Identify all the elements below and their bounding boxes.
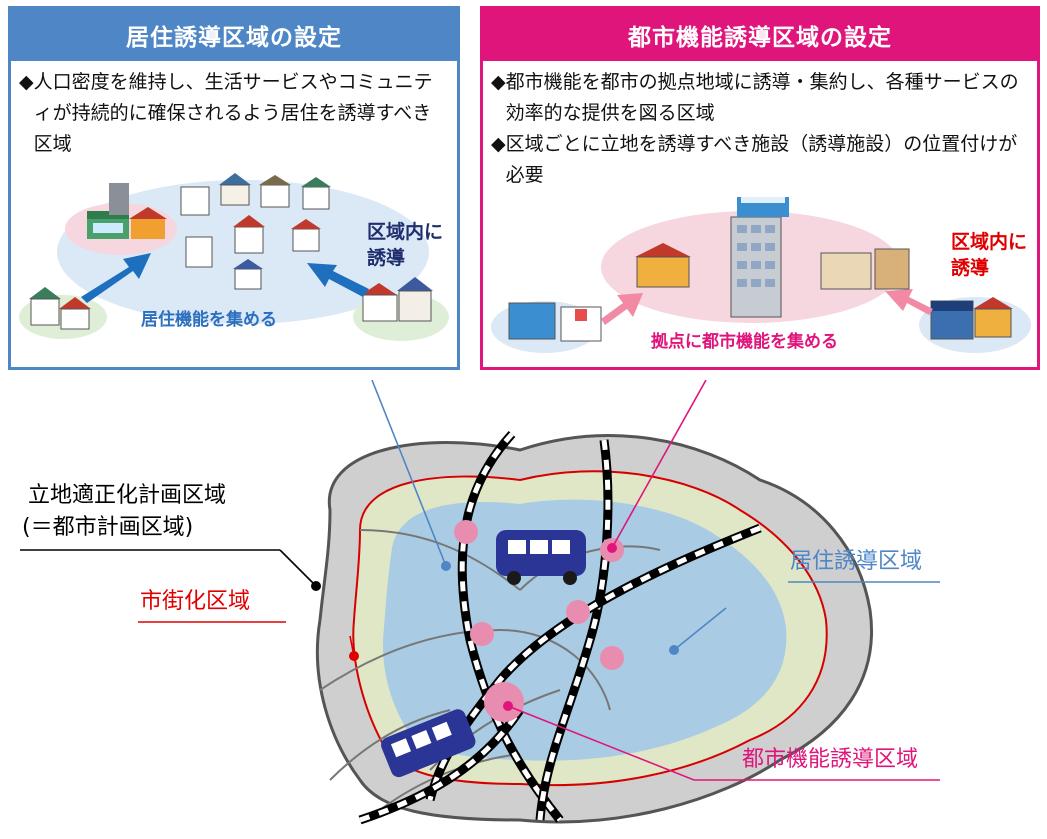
residential-illustration: 区域内に誘導 居住機能を集める (11, 167, 457, 367)
planning-area-label: 立地適正化計画区域 (28, 483, 227, 508)
urban-bullet-2: ◆ 区域ごとに立地を誘導すべき施設（誘導施設）の位置付けが必要 (491, 129, 1029, 191)
urban-function-area-label: 都市機能誘導区域 (742, 747, 919, 772)
urban-function-induction-panel: 都市機能誘導区域の設定 ◆ 都市機能を都市の拠点地域に誘導・集約し、各種サービス… (480, 6, 1040, 370)
planning-area-sublabel: (＝都市計画区域) (22, 515, 194, 540)
urban-bullet-list: ◆ 都市機能を都市の拠点地域に誘導・集約し、各種サービスの効率的な提供を図る区域… (483, 61, 1037, 191)
bus-icon (496, 530, 586, 585)
urban-bullet-text: 区域ごとに立地を誘導すべき施設（誘導施設）の位置付けが必要 (505, 133, 1018, 186)
diamond-bullet-icon: ◆ (491, 133, 506, 155)
tram-icon (381, 709, 476, 778)
residential-bullet-1: ◆ 人口密度を維持し、生活サービスやコミュニティが持続的に確保されるよう居住を誘… (19, 67, 449, 160)
residential-induction-panel: 居住誘導区域の設定 ◆ 人口密度を維持し、生活サービスやコミュニティが持続的に確… (8, 6, 460, 370)
urban-induce-label: 区域内に誘導 (951, 231, 1028, 279)
urban-bullet-text: 都市機能を都市の拠点地域に誘導・集約し、各種サービスの効率的な提供を図る区域 (505, 71, 1019, 124)
urbanization-area-label: 市街化区域 (140, 589, 251, 614)
residential-collect-label: 居住機能を集める (141, 310, 277, 330)
urban-panel-title: 都市機能誘導区域の設定 (483, 9, 1037, 61)
residential-panel-title: 居住誘導区域の設定 (11, 9, 457, 61)
residential-area-label: 居住誘導区域 (790, 549, 923, 574)
residential-bullet-text: 人口密度を維持し、生活サービスやコミュニティが持続的に確保されるよう居住を誘導す… (33, 71, 433, 155)
city-planning-map: 立地適正化計画区域 (＝都市計画区域) 市街化区域 居住誘導区域 都市機能誘導区… (0, 380, 1047, 839)
urban-collect-label: 拠点に都市機能を集める (651, 332, 838, 352)
diamond-bullet-icon: ◆ (19, 71, 34, 93)
diamond-bullet-icon: ◆ (491, 71, 506, 93)
urban-illustration: 区域内に誘導 拠点に都市機能を集める (483, 197, 1037, 367)
residential-induce-label: 区域内に誘導 (367, 221, 444, 269)
urban-bullet-1: ◆ 都市機能を都市の拠点地域に誘導・集約し、各種サービスの効率的な提供を図る区域 (491, 67, 1029, 129)
residential-bullet-list: ◆ 人口密度を維持し、生活サービスやコミュニティが持続的に確保されるよう居住を誘… (11, 61, 457, 160)
